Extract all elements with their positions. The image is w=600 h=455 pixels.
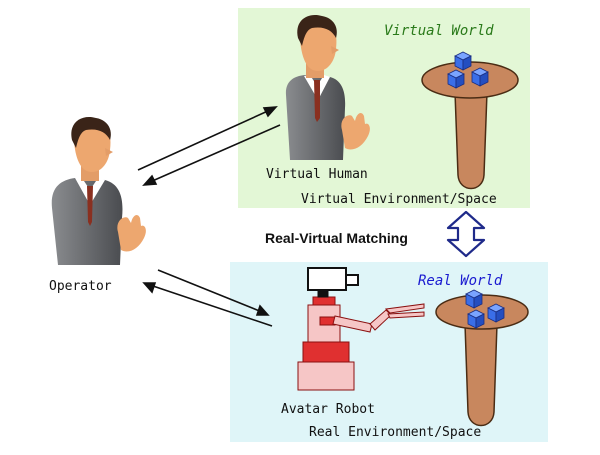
real-world-label: Real World <box>418 273 503 289</box>
real-environment-panel <box>230 262 548 442</box>
operator-figure <box>51 116 146 265</box>
real-table <box>435 294 529 427</box>
avatar-robot-label: Avatar Robot <box>281 402 375 417</box>
operator-label: Operator <box>49 279 112 294</box>
virtual-world-label: Virtual World <box>384 23 494 39</box>
virtual-environment-label: Virtual Environment/Space <box>301 192 497 207</box>
real-virtual-matching-label: Real-Virtual Matching <box>265 230 408 246</box>
operator-real-arrows <box>142 269 273 327</box>
virtual-human-label: Virtual Human <box>266 167 368 182</box>
virtual-table <box>421 61 519 190</box>
virtual-cubes <box>447 51 489 89</box>
avatar-robot <box>297 267 425 391</box>
virtual-human-figure <box>285 14 370 160</box>
real-environment-label: Real Environment/Space <box>309 425 482 440</box>
double-arrow-icon <box>446 210 486 258</box>
operator-virtual-arrows <box>137 106 281 186</box>
real-cubes <box>465 289 505 329</box>
